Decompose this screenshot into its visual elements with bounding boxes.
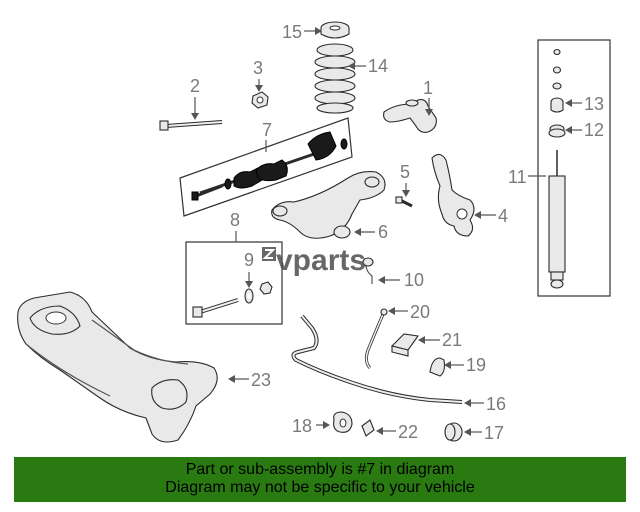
info-banner: Part or sub-assembly is #7 in diagram Di…	[14, 457, 626, 502]
part-4-steering-knuckle[interactable]	[431, 153, 475, 237]
callout-1: 1	[423, 78, 433, 98]
callout-9: 9	[244, 250, 254, 270]
part-3-nut[interactable]	[251, 91, 269, 109]
callout-10: 10	[404, 270, 424, 290]
callout-2: 2	[190, 76, 200, 96]
parts-diagram: 15 14 2 3 1	[17, 21, 611, 443]
callout-11: 11	[508, 167, 527, 187]
callout-8: 8	[230, 210, 240, 230]
part-15-spring-seat[interactable]	[320, 21, 350, 39]
callout-4: 4	[498, 206, 508, 226]
callout-15: 15	[282, 22, 302, 42]
callout-3: 3	[253, 58, 263, 78]
part-14-coil-spring[interactable]	[314, 43, 356, 114]
callout-7: 7	[262, 120, 272, 140]
part-17-bushing[interactable]	[444, 422, 463, 442]
banner-line-1: Part or sub-assembly is #7 in diagram	[185, 461, 455, 478]
part-21-bracket[interactable]	[390, 333, 419, 357]
part-23-crossmember[interactable]	[17, 291, 218, 443]
callout-23: 23	[251, 370, 271, 390]
watermark-text: vparts	[276, 244, 366, 277]
part-7-axle-assembly[interactable]	[179, 117, 353, 217]
part-19-bushing[interactable]	[429, 357, 446, 377]
part-13-bushing[interactable]	[550, 97, 564, 113]
part-18-bushing[interactable]	[333, 411, 353, 433]
callout-6: 6	[378, 222, 388, 242]
part-22-clip[interactable]	[361, 419, 375, 437]
callout-5: 5	[400, 162, 410, 182]
callout-17: 17	[484, 423, 504, 443]
part-12-mount[interactable]	[548, 124, 566, 138]
lower-control-arm[interactable]	[271, 171, 386, 239]
part-2-bolt[interactable]	[159, 120, 223, 131]
part-16-stabilizer-bar[interactable]	[291, 314, 463, 404]
callout-16: 16	[486, 394, 506, 414]
callout-19: 19	[466, 355, 486, 375]
part-11-shock-absorber[interactable]	[537, 39, 611, 297]
part-8-hardware-kit[interactable]	[185, 241, 283, 325]
part-6-ball-joint[interactable]	[333, 225, 351, 239]
callout-12: 12	[584, 120, 604, 140]
part-1-upper-control-arm[interactable]	[383, 99, 437, 133]
watermark-logo: vparts	[262, 244, 366, 277]
callout-21: 21	[442, 330, 462, 350]
part-5-bolt[interactable]	[395, 196, 413, 208]
callout-14: 14	[368, 56, 388, 76]
part-10-link[interactable]	[362, 257, 374, 284]
part-20-stabilizer-link[interactable]	[364, 308, 388, 370]
banner-line-2: Diagram may not be specific to your vehi…	[165, 479, 475, 496]
callout-13: 13	[584, 94, 604, 114]
callout-22: 22	[398, 422, 418, 442]
callout-20: 20	[410, 302, 430, 322]
callout-18: 18	[292, 416, 312, 436]
